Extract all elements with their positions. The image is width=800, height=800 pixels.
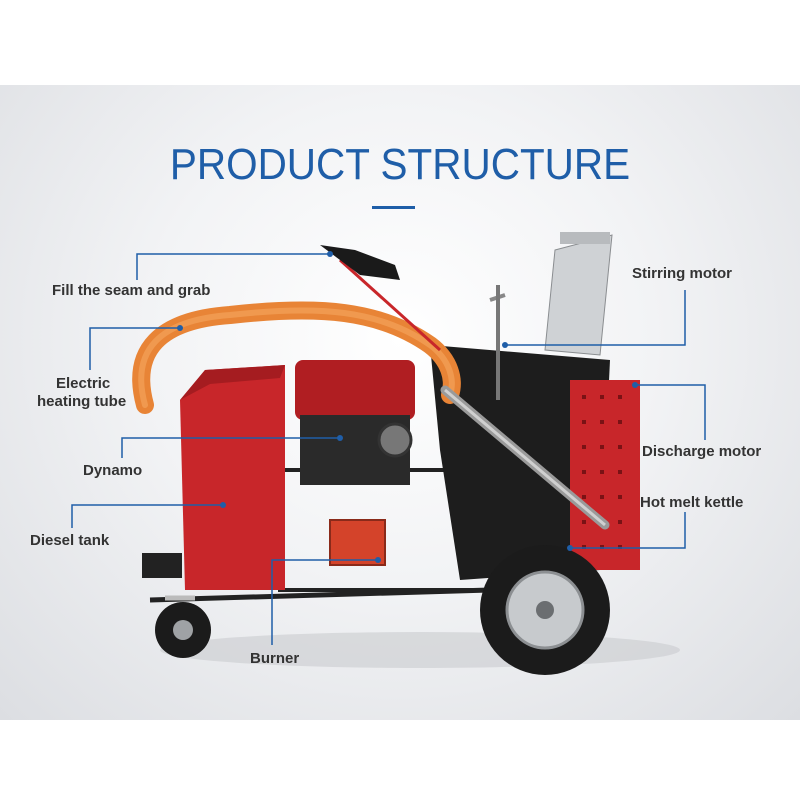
label-hot-melt-kettle: Hot melt kettle [640, 494, 744, 511]
label-discharge-motor: Discharge motor [642, 443, 762, 460]
label-stirring-motor: Stirring motor [632, 265, 732, 282]
title-underline [372, 206, 415, 209]
label-diesel-tank: Diesel tank [30, 532, 110, 549]
label-fill-seam: Fill the seam and grab [52, 282, 211, 299]
label-heating-tube: heating tube [37, 393, 127, 410]
label-dynamo: Dynamo [83, 462, 143, 479]
page-title: PRODUCT STRUCTURE [169, 140, 631, 189]
label-electric: Electric [56, 375, 111, 392]
label-burner: Burner [250, 650, 300, 667]
